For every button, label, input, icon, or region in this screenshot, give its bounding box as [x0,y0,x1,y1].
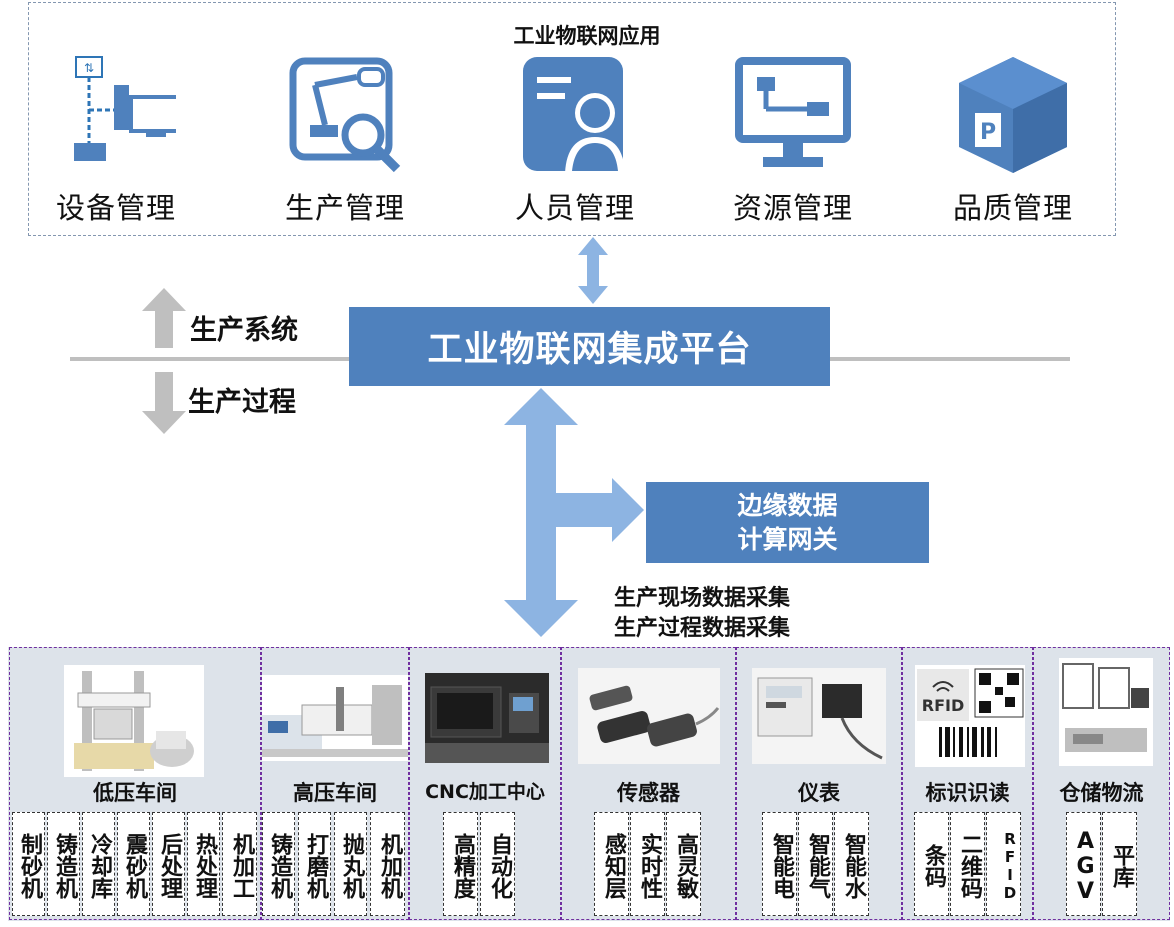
low-pressure-machine-image [64,665,204,777]
item-cell: 机加机 [370,812,405,916]
iot-integration-platform: 工业物联网集成平台 [349,307,830,386]
field-data-collection-label: 生产现场数据采集 [614,586,791,611]
item-cell: 智能水 [834,812,869,916]
app-production-management: 生产管理 [265,55,425,227]
item-cell: 二维码 [950,812,985,916]
item-cell: 条码 [914,812,949,916]
item-cell: 高精度 [443,812,478,916]
item-cell: 平库 [1102,812,1137,916]
quality-box-icon: P [953,55,1073,175]
item-cell: 感知层 [594,812,629,916]
robot-arm-search-icon [285,55,405,175]
category-title: CNC加工中心 [425,781,545,803]
category-identification [902,647,1033,920]
category-instrument [736,647,902,920]
app-personnel-management: 人员管理 [495,55,655,227]
item-cell: 实时性 [630,812,665,916]
item-cell: 震砂机 [117,812,150,916]
app-label: 品质管理 [952,191,1073,225]
instrument-image [752,668,886,764]
category-low-pressure-workshop [9,647,261,920]
category-title: 仓储物流 [1059,781,1144,805]
category-cnc-center [409,647,561,920]
item-cell: 制砂机 [12,812,45,916]
edge-gateway-line2: 计算网关 [737,525,838,554]
item-cell: 自动化 [480,812,515,916]
item-cell: RFID [986,812,1021,916]
barcode-qr-rfid-image: RFID [915,665,1025,767]
process-down-arrow [142,372,186,434]
app-label: 人员管理 [514,191,635,225]
item-cell: 铸造机 [262,812,295,916]
cnc-machine-image [425,673,549,763]
app-label: 生产管理 [284,191,405,225]
item-cell: 后处理 [152,812,185,916]
item-cell: 抛丸机 [334,812,367,916]
category-title: 高压车间 [293,781,377,805]
app-label: 资源管理 [732,191,853,225]
edge-gateway-line1: 边缘数据 [737,491,838,520]
item-cell: 智能电 [762,812,797,916]
svg-text:P: P [980,120,996,145]
person-document-icon [515,55,635,175]
item-cell: 高灵敏 [666,812,701,916]
item-cell: 打磨机 [298,812,331,916]
app-device-management: ⇅ 设备管理 [36,55,196,227]
item-cell: 机加工 [222,812,257,916]
item-cell: AGV [1066,812,1101,916]
category-title: 标识识读 [925,781,1010,805]
item-cell: 智能气 [798,812,833,916]
iot-application-title: 工业物联网应用 [513,24,661,48]
category-warehouse-logistics [1033,647,1170,920]
process-data-collection-label: 生产过程数据采集 [614,616,791,641]
edge-gateway-arrow [504,388,644,637]
category-sensor [561,647,736,920]
production-system-label: 生产系统 [190,315,298,346]
app-label: 设备管理 [55,191,176,225]
platform-app-double-arrow [578,237,608,304]
iot-application-box [28,2,1116,236]
rfid-logo-text: RFID [922,696,964,715]
high-pressure-machine-image [262,675,408,761]
warehouse-agv-image [1059,658,1153,766]
item-cell: 热处理 [187,812,220,916]
app-resource-management: 资源管理 [713,55,873,227]
item-cell: 冷却库 [82,812,115,916]
category-high-pressure-workshop [261,647,409,920]
production-process-label: 生产过程 [188,387,296,418]
monitor-flow-icon [733,55,853,175]
sensor-image [578,668,720,764]
category-title: 仪表 [798,781,840,805]
svg-text:⇅: ⇅ [84,61,94,75]
item-cell: 铸造机 [47,812,80,916]
system-up-arrow [142,288,186,348]
category-title: 传感器 [617,781,680,805]
category-title: 低压车间 [93,781,177,805]
app-quality-management: P 品质管理 [933,55,1093,227]
edge-computing-gateway: 边缘数据 计算网关 [646,482,929,563]
